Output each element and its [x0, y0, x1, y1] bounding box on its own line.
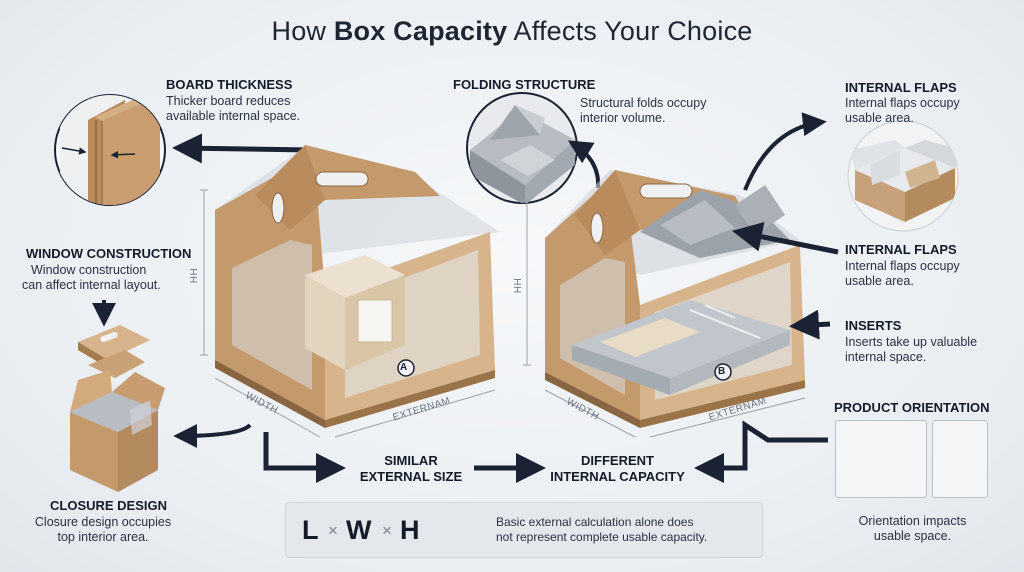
- inserts-desc-1: Inserts take up valuable: [845, 335, 978, 349]
- internal-flaps-top-heading: INTERNAL FLAPS: [845, 80, 957, 95]
- internal-flaps-mid-arrow: [732, 221, 839, 255]
- formula-l: L: [302, 515, 319, 545]
- product-orientation-desc-2: usable space.: [873, 529, 952, 543]
- folding-structure-desc-1: Structural folds occupy: [580, 96, 707, 110]
- formula-w: W: [346, 515, 372, 545]
- board-thickness-detail: [54, 94, 166, 206]
- folding-structure-heading: FOLDING STRUCTURE: [453, 77, 596, 92]
- formula-note-2: not represent complete usable capacity.: [496, 530, 708, 544]
- orientation-horizontal-panel: [835, 420, 927, 498]
- box-b-height-label: HH: [513, 277, 525, 294]
- box-a-badge: A: [400, 362, 408, 373]
- closure-design-arrow: [173, 423, 252, 448]
- internal-flaps-top-arrow: [743, 112, 827, 191]
- board-thickness-desc-2: available internal space.: [166, 109, 301, 123]
- box-b-illustration: [523, 170, 806, 438]
- inserts-arrow: [789, 309, 831, 340]
- product-orientation-heading: PRODUCT ORIENTATION: [834, 400, 990, 415]
- closure-design-desc-1: Closure design occupies: [34, 515, 172, 529]
- window-construction-heading: WINDOW CONSTRUCTION: [26, 246, 192, 261]
- similar-line-1: SIMILAR: [384, 453, 438, 468]
- board-thickness-desc-1: Thicker board reduces: [166, 94, 291, 108]
- formula-note-1: Basic external calculation alone does: [496, 515, 694, 529]
- formula-panel: L × W × H Basic external calculation alo…: [285, 502, 763, 558]
- inserts-heading: INSERTS: [845, 318, 902, 333]
- internal-flaps-detail: [847, 120, 959, 232]
- formula-times-1: ×: [328, 521, 338, 540]
- window-construction-desc-1: Window construction: [31, 263, 147, 277]
- similar-size-arrow: [263, 432, 346, 483]
- internal-flaps-mid-heading: INTERNAL FLAPS: [845, 242, 957, 257]
- product-orientation-desc-1: Orientation impacts: [858, 514, 967, 528]
- internal-flaps-top-desc-1: Internal flaps occupy: [845, 96, 960, 110]
- orientation-vertical-panel: [932, 420, 988, 498]
- window-construction-illustration: [70, 300, 165, 492]
- internal-flaps-mid-desc-2: usable area.: [845, 274, 914, 288]
- different-internal-capacity-label: DIFFERENT INTERNAL CAPACITY: [545, 453, 690, 485]
- box-b-badge: B: [718, 366, 726, 377]
- board-thickness-arrow: [172, 133, 311, 164]
- closure-design-heading: CLOSURE DESIGN: [50, 498, 168, 513]
- similar-external-size-label: SIMILAR EXTERNAL SIZE: [350, 453, 472, 485]
- page-title: How Box Capacity Affects Your Choice: [271, 16, 753, 46]
- different-line-1: DIFFERENT: [581, 453, 654, 468]
- orientation-arrow: [694, 420, 828, 483]
- internal-flaps-mid-desc-1: Internal flaps occupy: [845, 259, 960, 273]
- different-line-2: INTERNAL CAPACITY: [550, 469, 685, 484]
- folding-structure-detail: [466, 92, 578, 204]
- box-a-height-label: HH: [189, 267, 201, 284]
- board-thickness-heading: BOARD THICKNESS: [166, 77, 293, 92]
- formula-times-2: ×: [382, 521, 392, 540]
- box-a-illustration: [200, 145, 500, 438]
- inserts-desc-2: internal space.: [845, 350, 927, 364]
- formula-h: H: [400, 515, 420, 545]
- folding-structure-desc-2: interior volume.: [580, 111, 666, 125]
- window-construction-desc-2: can affect internal layout.: [22, 278, 161, 292]
- formula-note: Basic external calculation alone does no…: [496, 515, 707, 545]
- internal-flaps-top-desc-2: usable area.: [845, 111, 914, 125]
- closure-design-desc-2: top interior area.: [57, 530, 149, 544]
- similar-line-2: EXTERNAL SIZE: [359, 469, 463, 484]
